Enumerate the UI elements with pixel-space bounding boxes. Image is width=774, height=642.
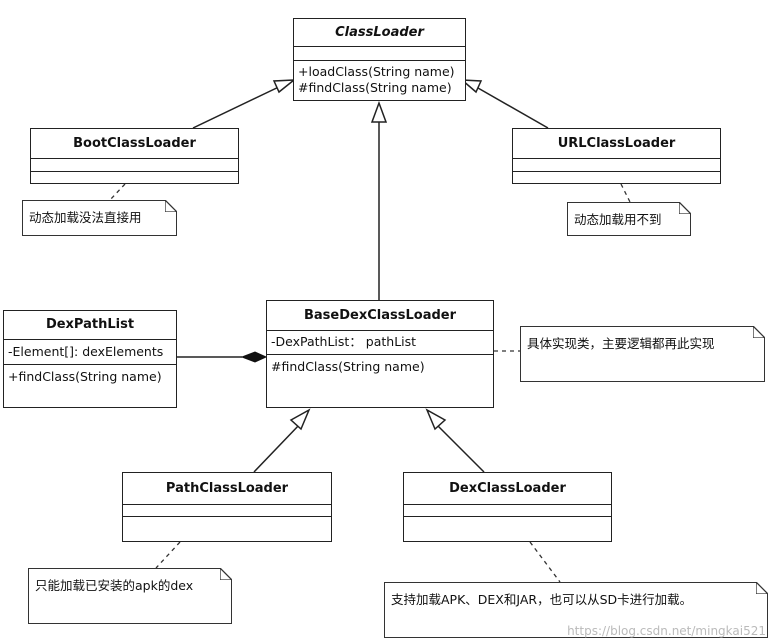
url-inherit-line <box>470 83 549 129</box>
url-note: 动态加载用不到 <box>567 201 692 236</box>
basedexclassloader-class[interactable]: BaseDexClassLoader -DexPathList： pathLis… <box>266 300 494 408</box>
dexpathlist-attributes: -Element[]: dexElements <box>4 340 176 365</box>
path-inherit-arrow <box>289 408 311 431</box>
path-note-link <box>155 541 181 569</box>
dex-note-link <box>529 541 561 583</box>
pathclassloader-attributes <box>123 505 331 517</box>
urlclassloader-methods <box>513 172 720 182</box>
dex-inherit-arrow <box>425 408 447 431</box>
bootclassloader-methods <box>31 172 238 182</box>
dex-inherit-line <box>435 423 485 473</box>
dexclassloader-attributes <box>404 505 611 517</box>
note-fold-icon <box>753 325 766 338</box>
boot-note-link <box>109 183 126 201</box>
dexpathlist-name: DexPathList <box>4 311 176 340</box>
dex-note-text: 支持加载APK、DEX和JAR，也可以从SD卡进行加载。 <box>391 592 693 607</box>
note-fold-icon <box>679 201 692 214</box>
boot-note-text: 动态加载没法直接用 <box>29 210 142 225</box>
field-dexelements: -Element[]: dexElements <box>8 344 164 359</box>
basedex-note: 具体实现类，主要逻辑都再此实现 <box>520 325 766 382</box>
pathclassloader-methods <box>123 517 331 539</box>
dexclassloader-name: DexClassLoader <box>404 473 611 505</box>
method-findclass: +findClass(String name) <box>8 369 162 384</box>
method-loadclass: +loadClass(String name) <box>298 64 455 79</box>
boot-note: 动态加载没法直接用 <box>22 199 178 236</box>
method-findclass: #findClass(String name) <box>271 359 425 374</box>
boot-inherit-arrow <box>272 79 297 94</box>
pathclassloader-name: PathClassLoader <box>123 473 331 505</box>
method-findclass: #findClass(String name) <box>298 80 452 95</box>
bootclassloader-name: BootClassLoader <box>31 129 238 159</box>
urlclassloader-name: URLClassLoader <box>513 129 720 159</box>
note-fold-icon <box>756 581 769 594</box>
note-fold-icon <box>165 199 178 212</box>
classloader-name: ClassLoader <box>294 19 465 47</box>
basedexclassloader-attributes: -DexPathList： pathList <box>267 331 493 355</box>
classloader-attributes <box>294 47 465 61</box>
dexclassloader-class[interactable]: DexClassLoader <box>403 472 612 542</box>
path-note: 只能加载已安装的apk的dex <box>28 567 233 624</box>
basedex-inherit-arrow <box>370 100 388 123</box>
note-fold-icon <box>220 567 233 580</box>
dex-note: 支持加载APK、DEX和JAR，也可以从SD卡进行加载。 <box>384 581 769 638</box>
url-inherit-arrow <box>459 79 483 94</box>
composition-diamond <box>240 351 268 363</box>
url-note-link <box>620 183 631 203</box>
field-pathlist: -DexPathList： pathList <box>271 334 417 349</box>
basedexclassloader-methods: #findClass(String name) <box>267 355 493 375</box>
path-note-text: 只能加载已安装的apk的dex <box>35 578 194 593</box>
dexclassloader-methods <box>404 517 611 539</box>
watermark: https://blog.csdn.net/mingkai521 <box>567 624 766 638</box>
pathclassloader-class[interactable]: PathClassLoader <box>122 472 332 542</box>
url-note-text: 动态加载用不到 <box>574 212 662 227</box>
classloader-class[interactable]: ClassLoader +loadClass(String name) #fin… <box>293 18 466 101</box>
basedex-note-text: 具体实现类，主要逻辑都再此实现 <box>527 336 715 351</box>
dexpathlist-class[interactable]: DexPathList -Element[]: dexElements +fin… <box>3 310 177 408</box>
classloader-methods: +loadClass(String name) #findClass(Strin… <box>294 61 465 96</box>
bootclassloader-class[interactable]: BootClassLoader <box>30 128 239 184</box>
urlclassloader-attributes <box>513 159 720 172</box>
boot-inherit-line <box>192 83 286 129</box>
basedexclassloader-name: BaseDexClassLoader <box>267 301 493 331</box>
path-inherit-line <box>253 423 301 473</box>
dexpathlist-methods: +findClass(String name) <box>4 365 176 385</box>
urlclassloader-class[interactable]: URLClassLoader <box>512 128 721 184</box>
bootclassloader-attributes <box>31 159 238 172</box>
